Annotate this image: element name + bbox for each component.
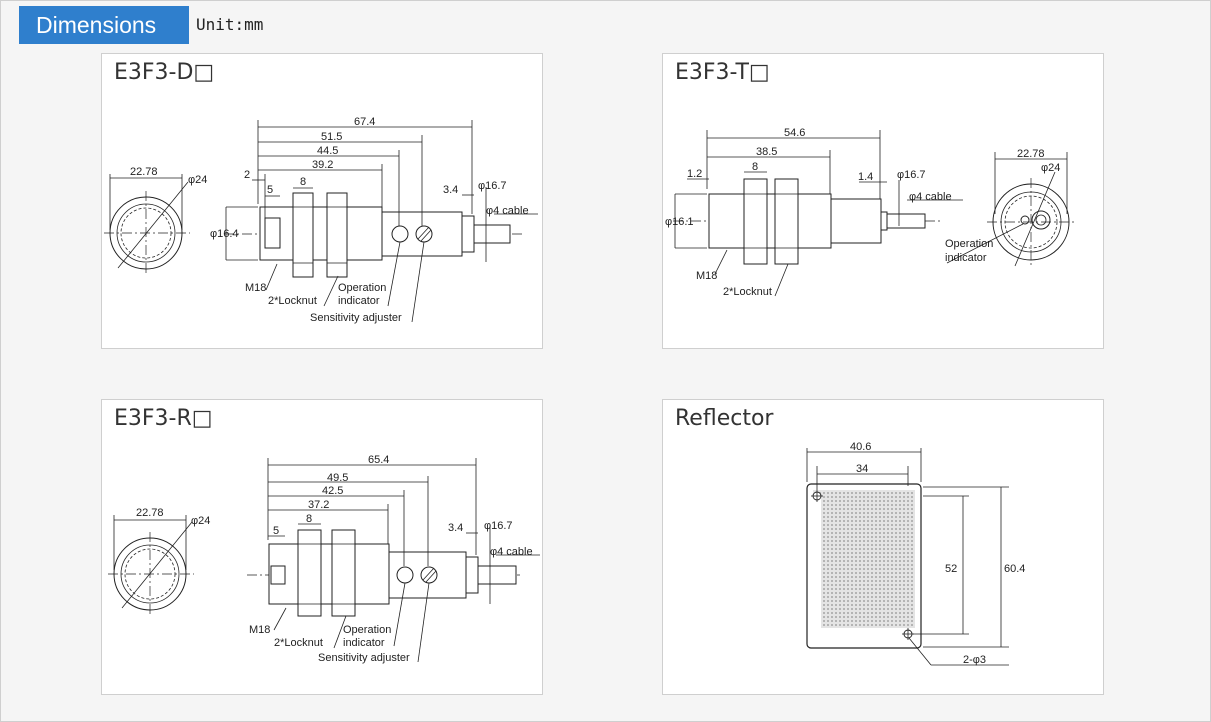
section-title: Dimensions: [19, 6, 189, 44]
dim-phi16-7: φ16.7: [478, 180, 507, 192]
label-m18: M18: [245, 282, 266, 294]
dim-phi16-1: φ16.1: [665, 216, 694, 228]
label-sensitivity: Sensitivity adjuster: [318, 652, 410, 664]
reflector-dims: 40.6 34 52 60.4 2-φ3: [806, 441, 1025, 666]
front-view: 22.78 φ24: [108, 507, 210, 616]
front-view: 22.78 φ24 Operation indicator: [945, 148, 1075, 267]
dim-phi16-7: φ16.7: [897, 169, 926, 181]
front-view: 22.78 φ24: [104, 166, 207, 275]
dim-34: 34: [856, 463, 868, 475]
panel-title: E3F3-R□: [114, 406, 213, 431]
panel-e3f3-d: E3F3-D□ 22.78 φ24: [101, 53, 543, 349]
panel-title: E3F3-D□: [114, 60, 215, 85]
dim-38-5: 38.5: [756, 146, 777, 158]
dim-65-4: 65.4: [368, 454, 389, 466]
side-view: 67.4 51.5 44.5 39.2 2 5 8 3.4 φ16.7 φ4 c…: [210, 116, 538, 324]
label-locknut: 2*Locknut: [268, 295, 317, 307]
drawing-reflector: 40.6 34 52 60.4 2-φ3: [806, 441, 1025, 666]
label-operation: Operation: [343, 624, 391, 636]
dim-44-5: 44.5: [317, 145, 338, 157]
dim-42-5: 42.5: [322, 485, 343, 497]
dim-54-6: 54.6: [784, 127, 805, 139]
panel-title: Reflector: [675, 406, 774, 431]
side-view: 65.4 49.5 42.5 37.2 5 8 3.4 φ16.7 φ4 cab…: [247, 454, 540, 664]
panel-title: E3F3-T□: [675, 60, 770, 85]
unit-label: Unit:mm: [196, 15, 264, 34]
dim-phi16-4: φ16.4: [210, 228, 239, 240]
label-indicator: indicator: [343, 637, 385, 649]
reflector-body: [806, 483, 922, 649]
dim-60-4: 60.4: [1004, 563, 1025, 575]
label-indicator: indicator: [945, 252, 987, 264]
label-operation: Operation: [945, 238, 993, 250]
panel-e3f3-t: E3F3-T□ 54.6 38.5 1.2 8 1.4 φ16.7: [662, 53, 1104, 349]
dim-holes: 2-φ3: [963, 654, 986, 666]
dim-8: 8: [300, 176, 306, 188]
label-locknut: 2*Locknut: [274, 637, 323, 649]
label-operation: Operation: [338, 282, 386, 294]
dim-8: 8: [752, 161, 758, 173]
dim-3-4: 3.4: [443, 184, 458, 196]
dim-phi16-7: φ16.7: [484, 520, 513, 532]
dim-phi4-cable: φ4 cable: [909, 191, 952, 203]
dim-phi24: φ24: [191, 515, 210, 527]
drawing-e3f3-t: 54.6 38.5 1.2 8 1.4 φ16.7 φ4 cable φ16.1…: [665, 127, 1075, 298]
dim-phi24: φ24: [1041, 162, 1060, 174]
dim-40-6: 40.6: [850, 441, 871, 453]
dim-49-5: 49.5: [327, 472, 348, 484]
dim-8: 8: [306, 513, 312, 525]
dim-1-2: 1.2: [687, 168, 702, 180]
panel-reflector: Reflector 40.6 34: [662, 399, 1104, 695]
dim-1-4: 1.4: [858, 171, 873, 183]
panel-e3f3-r: E3F3-R□ 22.78 φ24: [101, 399, 543, 695]
label-indicator: indicator: [338, 295, 380, 307]
dim-37-2: 37.2: [308, 499, 329, 511]
dim-5: 5: [267, 184, 273, 196]
drawing-e3f3-d: 22.78 φ24 67.4 51.5: [104, 116, 538, 324]
dim-52: 52: [945, 563, 957, 575]
dim-67-4: 67.4: [354, 116, 375, 128]
dim-39-2: 39.2: [312, 159, 333, 171]
drawing-e3f3-r: 22.78 φ24 65.4 49.5: [108, 454, 540, 664]
dim-22-78: 22.78: [136, 507, 164, 519]
dim-22-78: 22.78: [130, 166, 158, 178]
dim-phi4-cable: φ4 cable: [490, 546, 533, 558]
dim-phi4-cable: φ4 cable: [486, 205, 529, 217]
label-m18: M18: [696, 270, 717, 282]
dim-phi24: φ24: [188, 174, 207, 186]
dim-22-78: 22.78: [1017, 148, 1045, 160]
side-view: 54.6 38.5 1.2 8 1.4 φ16.7 φ4 cable φ16.1…: [665, 127, 963, 298]
label-m18: M18: [249, 624, 270, 636]
dim-51-5: 51.5: [321, 131, 342, 143]
dim-5: 5: [273, 525, 279, 537]
dim-3-4: 3.4: [448, 522, 463, 534]
label-sensitivity: Sensitivity adjuster: [310, 312, 402, 324]
label-locknut: 2*Locknut: [723, 286, 772, 298]
dim-2: 2: [244, 169, 250, 181]
